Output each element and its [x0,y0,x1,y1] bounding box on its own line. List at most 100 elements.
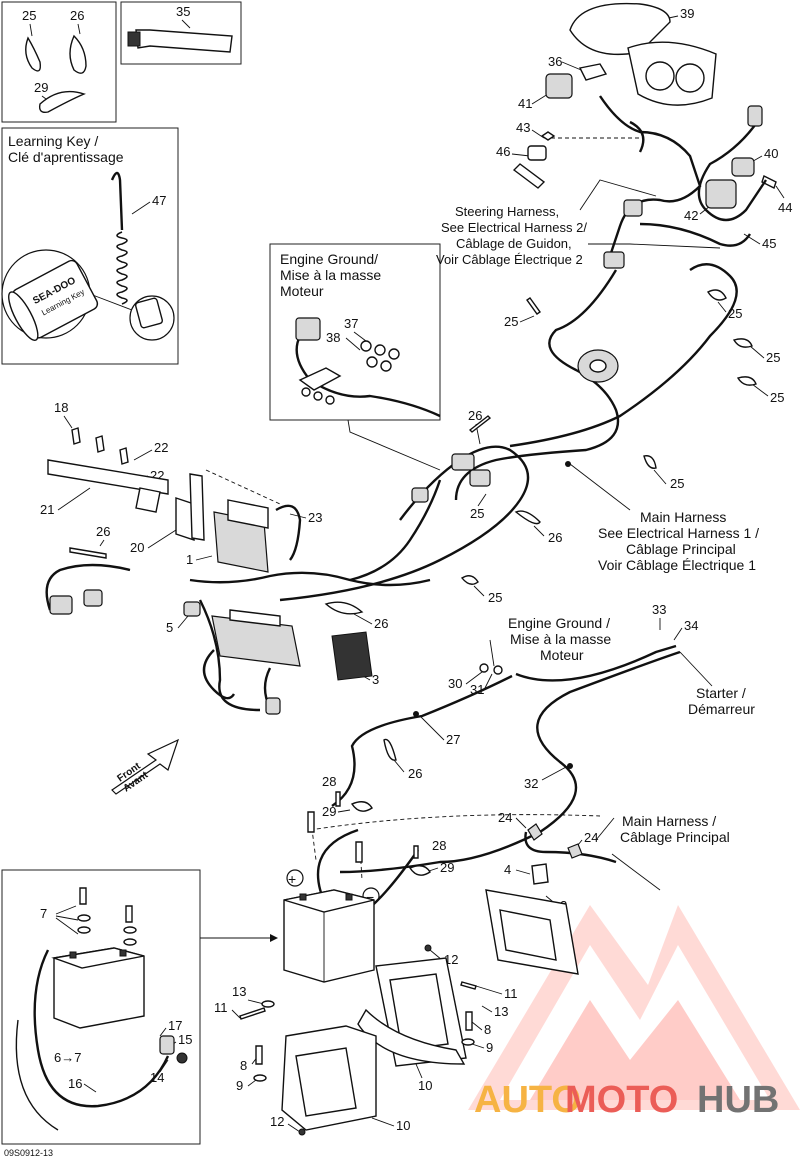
gauge-cover-icon [569,2,671,56]
label-23: 23 [308,510,322,525]
label-9-a: 9 [486,1040,493,1055]
engine-ground-2-line-1: Engine Ground / [508,615,610,631]
label-40: 40 [764,146,778,161]
bracket-icon [175,497,195,541]
label-16: 16 [68,1076,82,1091]
label-33: 33 [652,602,666,617]
relay-icon [531,863,549,885]
label-26-d: 26 [96,524,110,539]
bracket-icon [47,459,169,495]
label-36: 36 [548,54,562,69]
callout-steering-harness: Steering Harness, See Electrical Harness… [436,179,721,267]
watermark-text-hub: HUB [697,1079,779,1121]
label-21: 21 [40,502,54,517]
label-43: 43 [516,120,530,135]
label-11-a: 11 [504,986,518,1001]
label-30: 30 [448,676,462,691]
label-29-b: 29 [322,804,336,819]
label-10-a: 10 [418,1078,432,1093]
lanyard-coil-icon [116,231,128,305]
steering-harness-line-4: Voir Câblage Électrique 2 [436,252,583,267]
main-harness-line-3: Câblage Principal [626,541,736,557]
cable-tie-icon [25,36,42,72]
label-24-b: 24 [584,830,598,845]
grease-tube-icon [135,29,233,53]
label-26-b: 26 [468,408,482,423]
label-47: 47 [152,193,166,208]
label-12-b: 12 [270,1114,284,1129]
label-25-g: 25 [470,506,484,521]
label-25-d: 25 [766,350,780,365]
label-17: 17 [168,1018,182,1033]
starter-cable-area: Engine Ground / Mise à la masse Moteur 3… [309,602,755,891]
label-10-b: 10 [396,1118,410,1133]
engine-ground-title-2: Mise à la masse [280,267,381,283]
engine-ground-2-line-2: Mise à la masse [510,631,611,647]
label-25-f: 25 [670,476,684,491]
label-5: 5 [166,620,173,635]
label-11-b: 11 [214,1000,228,1015]
label-37: 37 [344,316,358,331]
steering-harness-line-1: Steering Harness, [455,204,559,219]
label-29-a: 29 [34,80,48,95]
label-3: 3 [372,672,379,687]
label-25-c: 25 [728,306,742,321]
label-27: 27 [446,732,460,747]
label-25-b: 25 [504,314,518,329]
label-38: 38 [326,330,340,345]
label-25-a: 25 [22,8,36,23]
label-25-h: 25 [488,590,502,605]
learning-key-title-1: Learning Key / [8,133,98,149]
tether-cord-icon [512,163,546,189]
main-harness-2-line-1: Main Harness / [622,813,716,829]
watermark-text-auto: AUTO [474,1079,581,1121]
inset-battery: 7 6→7 16 17 15 14 [1,869,278,1145]
clips-right: 25 25 25 25 25 25 26 26 25 [460,289,784,605]
label-41: 41 [518,96,532,111]
front-direction-arrow: Front Avant [111,738,180,795]
inset-ties: 25 26 29 [1,1,117,123]
main-harness-line-4: Voir Câblage Électrique 1 [598,557,756,573]
label-29-c: 29 [440,860,454,875]
switch-icon [705,179,737,209]
bracket-assembly: 18 22 22 21 20 26 1 23 [40,400,322,573]
clip-icon [38,90,86,114]
polarity-minus: − [366,889,374,905]
inset-grease-tube: 35 [120,1,242,65]
label-39: 39 [680,6,694,21]
label-22-a: 22 [154,440,168,455]
watermark-logo: AUTO MOTO HUB [468,905,800,1121]
label-26-c: 26 [548,530,562,545]
switch-icon [545,73,573,99]
label-34: 34 [684,618,698,633]
label-15: 15 [178,1032,192,1047]
label-1: 1 [186,552,193,567]
drawing-code: 09S0912-13 [4,1148,53,1158]
label-18: 18 [54,400,68,415]
connector-icon [295,317,321,341]
label-45: 45 [762,236,776,251]
steering-harness-line-3: Câblage de Guidon, [456,236,572,251]
label-4: 4 [504,862,511,877]
inset-engine-ground: Engine Ground/ Mise à la masse Moteur 37… [269,243,441,471]
main-harness-line-1: Main Harness [640,509,726,525]
label-20: 20 [130,540,144,555]
fuse-box-assembly: 5 3 26 [166,601,388,715]
learning-key-title-2: Clé d'aprentissage [8,149,124,165]
label-24-a: 24 [498,810,512,825]
label-42: 42 [684,208,698,223]
label-14: 14 [150,1070,164,1085]
label-8-a: 8 [484,1022,491,1037]
label-26-e: 26 [374,616,388,631]
voltage-regulator-icon [331,631,373,681]
polarity-plus: + [288,871,296,887]
label-44: 44 [778,200,792,215]
label-13-a: 13 [494,1004,508,1019]
label-6-7: 6→7 [54,1050,81,1065]
label-8-b: 8 [240,1058,247,1073]
label-35: 35 [176,4,190,19]
inset-learning-key: Learning Key / Clé d'aprentissage 47 SEA… [1,127,179,365]
engine-ground-title-3: Moteur [280,283,324,299]
main-harness-2-line-2: Câblage Principal [620,829,730,845]
